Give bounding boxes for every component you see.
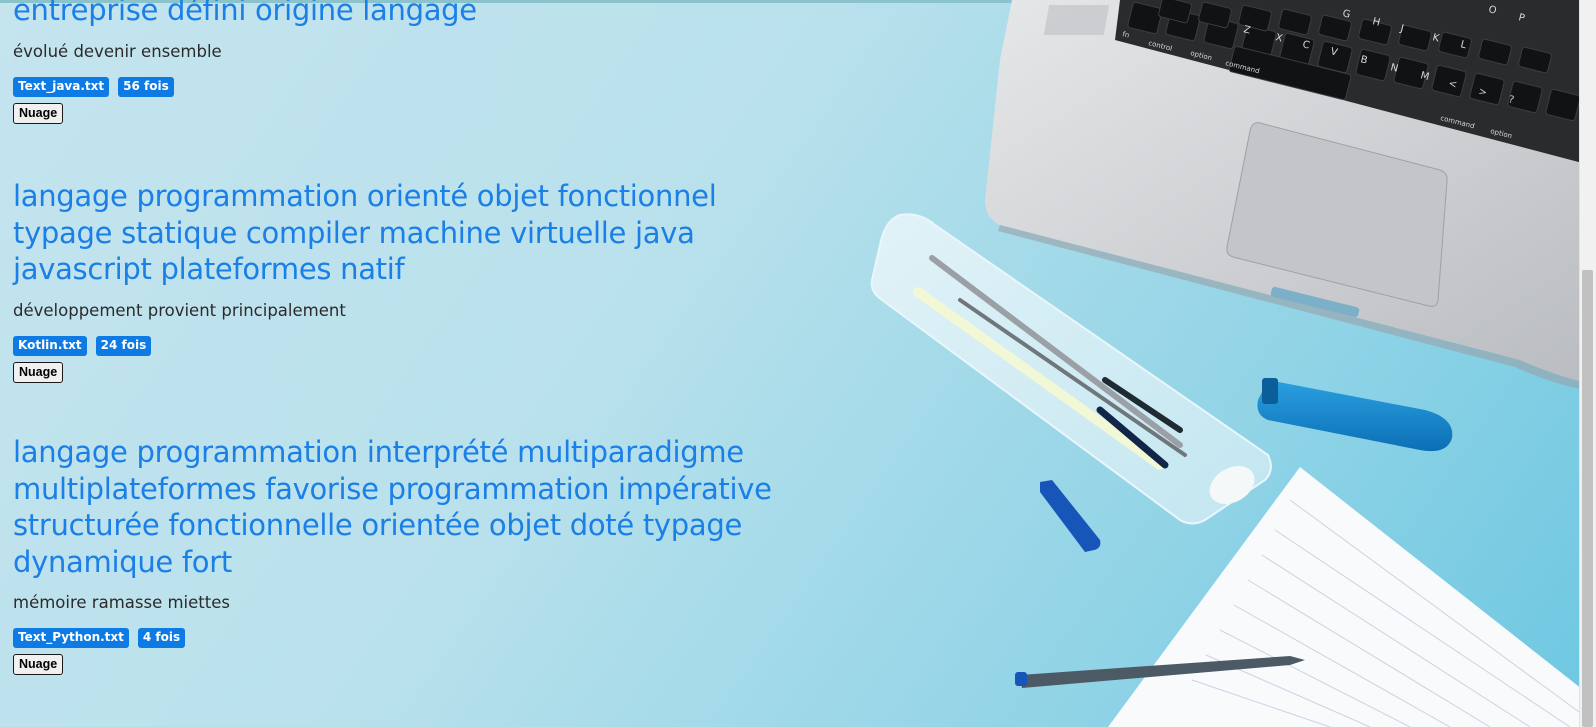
svg-text:?: ? [1507, 94, 1515, 106]
svg-text:O: O [1487, 4, 1497, 17]
file-name-badge: Kotlin.txt [13, 335, 87, 356]
svg-text:V: V [1329, 46, 1338, 58]
notebook-icon [1108, 467, 1596, 727]
entry-title: entreprise défini origine langage [13, 0, 477, 27]
svg-text:fn: fn [1122, 30, 1131, 39]
badge-group: Text_java.txt 56 fois [13, 76, 793, 97]
result-entry: entreprise défini origine langage évolué… [13, 0, 793, 124]
trackpad-icon [1226, 122, 1448, 307]
svg-text:>: > [1477, 86, 1488, 99]
svg-text:C: C [1301, 39, 1310, 51]
svg-text:B: B [1359, 54, 1368, 66]
badge-group: Text_Python.txt 4 fois [13, 628, 793, 648]
svg-text:G: G [1341, 8, 1351, 21]
laptop-icon: Z X C V B N M G H J K L < > ? O P contro… [985, 0, 1596, 392]
cloud-button[interactable]: Nuage [13, 361, 64, 383]
result-entry: langage programmation interprété multipa… [13, 434, 793, 675]
stapler-icon [1257, 378, 1453, 452]
svg-text:Z: Z [1242, 24, 1251, 36]
keyboard-icon: Z X C V B N M G H J K L < > ? O P contro… [1115, 0, 1596, 165]
file-name-badge: Text_java.txt [13, 76, 110, 97]
svg-text:command: command [1225, 59, 1261, 75]
count-badge: 4 fois [137, 628, 186, 648]
entry-title: langage programmation interprété multipa… [13, 435, 772, 579]
pen-icon [1015, 656, 1305, 688]
top-border [0, 0, 1596, 3]
pencil-case-icon [870, 213, 1272, 525]
svg-text:N: N [1389, 62, 1399, 74]
svg-text:K: K [1431, 32, 1440, 44]
svg-text:H: H [1371, 16, 1381, 28]
svg-text:M: M [1419, 70, 1430, 83]
scrollbar-track[interactable] [1579, 0, 1596, 727]
pen-cap-icon [1040, 480, 1101, 552]
svg-text:option: option [1190, 49, 1213, 62]
svg-text:command: command [1440, 114, 1476, 130]
svg-text:option: option [1490, 127, 1513, 140]
cloud-button[interactable]: Nuage [13, 102, 64, 124]
svg-text:X: X [1274, 32, 1283, 44]
cloud-button[interactable]: Nuage [13, 654, 64, 675]
entry-title: langage programmation orienté objet fonc… [13, 179, 717, 286]
result-entry: langage programmation orienté objet fonc… [13, 178, 793, 383]
svg-text:J: J [1398, 23, 1404, 35]
entry-description: mémoire ramasse miettes [13, 593, 230, 612]
svg-text:<: < [1447, 78, 1458, 91]
count-badge: 56 fois [118, 76, 174, 97]
svg-text:L: L [1459, 39, 1467, 51]
scrollbar-thumb[interactable] [1582, 270, 1593, 727]
entry-description: évolué devenir ensemble [13, 41, 222, 61]
badge-group: Kotlin.txt 24 fois [13, 335, 793, 356]
entry-description: développement provient principalement [13, 300, 346, 320]
file-name-badge: Text_Python.txt [13, 628, 129, 648]
svg-text:control: control [1148, 39, 1174, 53]
count-badge: 24 fois [95, 335, 152, 356]
svg-text:P: P [1517, 12, 1526, 24]
